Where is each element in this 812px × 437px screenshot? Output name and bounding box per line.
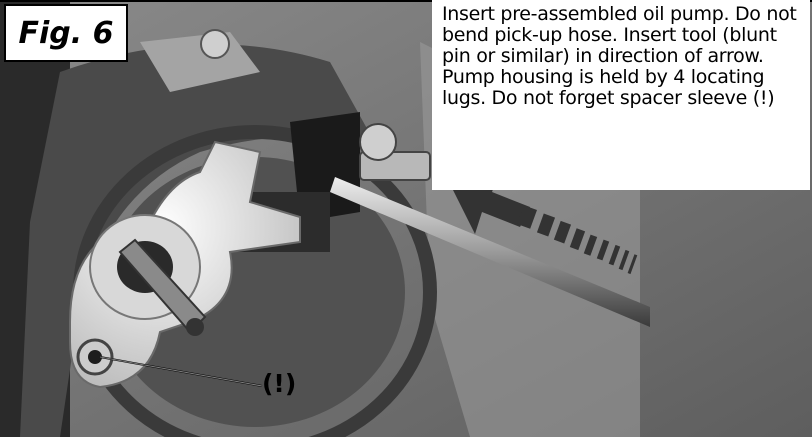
caption-box: Insert pre-assembled oil pump. Do not be… [432,0,810,190]
worm-spindle [118,238,207,334]
screw-head [359,123,397,161]
figure-label: Fig. 6 [4,4,128,62]
upper-screw [200,29,230,59]
housing-rim [20,44,380,437]
upper-bracket [140,32,260,92]
caption-text: Insert pre-assembled oil pump. Do not be… [442,3,797,109]
insertion-tool [330,177,650,327]
spacer-hole [88,350,102,364]
spindle-tip [186,318,204,336]
callout-label: (!) [262,369,297,398]
callout-leader-highlight [99,356,263,387]
